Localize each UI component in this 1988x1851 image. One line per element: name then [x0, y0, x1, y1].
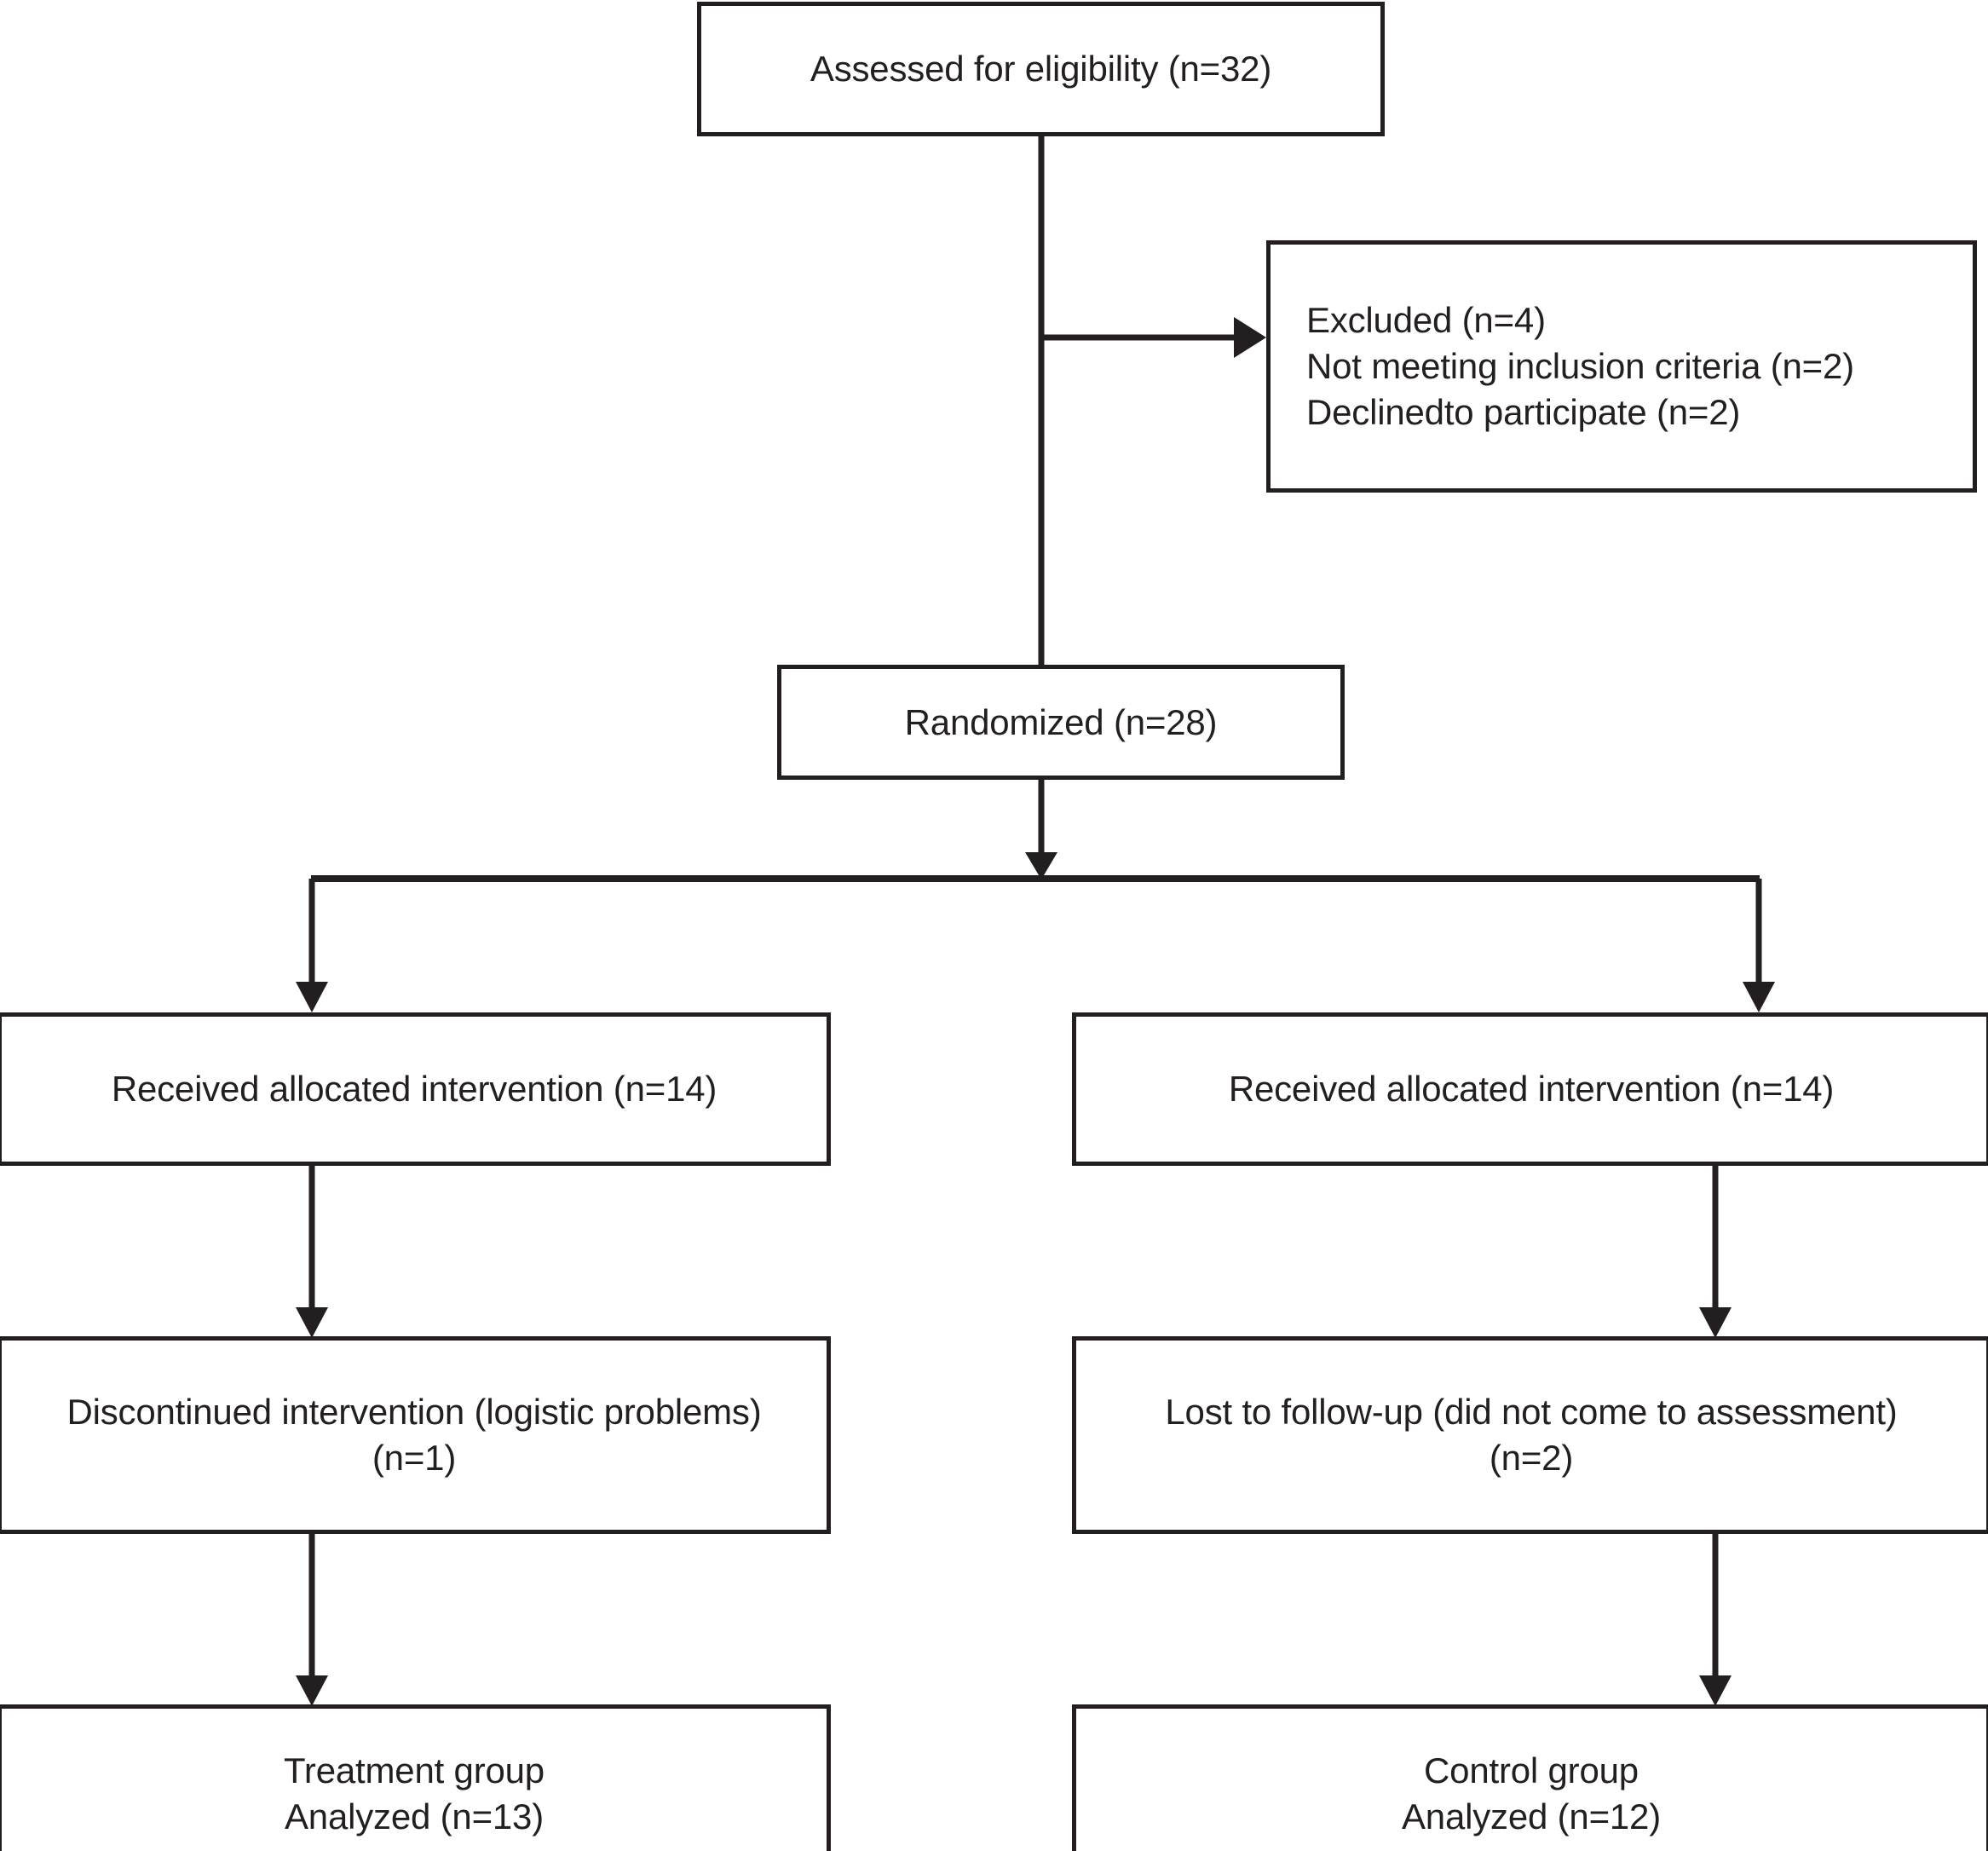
- allocated-left-line-1: Received allocated intervention (n=14): [111, 1069, 717, 1110]
- node-assessed-for-eligibility: Assessed for eligibility (n=32): [697, 2, 1385, 136]
- analyzed-left-line-2: Analyzed (n=13): [284, 1796, 545, 1837]
- node-analyzed-treatment-group: Treatment group Analyzed (n=13): [0, 1704, 831, 1851]
- followup-left-line-1: Discontinued intervention (logistic prob…: [66, 1392, 762, 1433]
- connector-followup-right-to-analyzed-right: [1699, 1534, 1732, 1706]
- analyzed-left-line-1: Treatment group: [284, 1750, 545, 1791]
- assessed-text: Assessed for eligibility (n=32): [701, 46, 1380, 92]
- excluded-text: Excluded (n=4) Not meeting inclusion cri…: [1306, 297, 1973, 435]
- analyzed-right-line-1: Control group: [1424, 1750, 1639, 1791]
- followup-left-line-2: (n=1): [372, 1438, 457, 1478]
- allocated-right-text: Received allocated intervention (n=14): [1076, 1066, 1986, 1112]
- connector-allocated-right-to-followup-right: [1699, 1166, 1732, 1338]
- allocated-right-line-1: Received allocated intervention (n=14): [1228, 1069, 1835, 1110]
- randomized-line-1: Randomized (n=28): [904, 701, 1218, 742]
- connector-allocated-left-to-followup-left: [296, 1166, 328, 1338]
- node-excluded: Excluded (n=4) Not meeting inclusion cri…: [1266, 240, 1977, 493]
- node-analyzed-control-group: Control group Analyzed (n=12): [1072, 1704, 1988, 1851]
- excluded-line-1: Excluded (n=4): [1306, 300, 1546, 341]
- analyzed-left-text: Treatment group Analyzed (n=13): [2, 1748, 827, 1840]
- analyzed-right-line-2: Analyzed (n=12): [1401, 1796, 1662, 1837]
- allocated-left-text: Received allocated intervention (n=14): [2, 1066, 827, 1112]
- node-discontinued-intervention: Discontinued intervention (logistic prob…: [0, 1336, 831, 1534]
- node-randomized: Randomized (n=28): [777, 665, 1345, 780]
- node-lost-to-follow-up: Lost to follow-up (did not come to asses…: [1072, 1336, 1988, 1534]
- analyzed-right-text: Control group Analyzed (n=12): [1076, 1748, 1986, 1840]
- followup-right-line-1: Lost to follow-up (did not come to asses…: [1165, 1392, 1898, 1433]
- connector-followup-left-to-analyzed-left: [296, 1534, 328, 1706]
- followup-right-text: Lost to follow-up (did not come to asses…: [1076, 1389, 1986, 1481]
- randomized-text: Randomized (n=28): [781, 700, 1340, 746]
- connector-randomized-to-split: [296, 780, 1775, 1012]
- followup-left-text: Discontinued intervention (logistic prob…: [2, 1389, 827, 1481]
- node-received-allocated-intervention-treatment: Received allocated intervention (n=14): [0, 1012, 831, 1166]
- connector-assessed-to-excluded: [1041, 317, 1266, 358]
- excluded-line-2: Not meeting inclusion criteria (n=2): [1306, 346, 1854, 387]
- node-received-allocated-intervention-control: Received allocated intervention (n=14): [1072, 1012, 1988, 1166]
- assessed-line-1: Assessed for eligibility (n=32): [810, 49, 1272, 89]
- followup-right-line-2: (n=2): [1489, 1438, 1574, 1478]
- excluded-line-3: Declinedto participate (n=2): [1306, 391, 1741, 432]
